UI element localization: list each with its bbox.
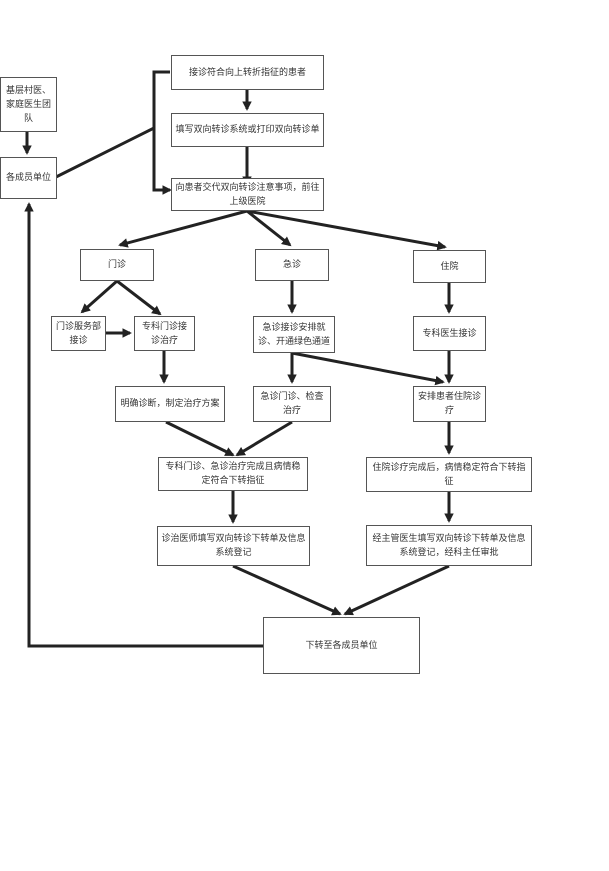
emergency-box: 急诊	[255, 249, 329, 281]
arrange-ward-box: 安排患者住院诊疗	[413, 386, 486, 422]
fill-form-box: 填写双向转诊系统或打印双向转诊单	[171, 113, 324, 147]
arrow-outpatient-to-specialist	[116, 279, 162, 316]
emergency-exam-box: 急诊门诊、检查治疗	[253, 386, 331, 422]
receive-patient-box: 接诊符合向上转折指征的患者	[171, 55, 324, 90]
explain-notes-box: 向患者交代双向转诊注意事项，前往上级医院	[171, 178, 324, 211]
inpatient-box: 住院	[413, 250, 486, 283]
specialist-doctor-box: 专科医生接诊	[413, 316, 486, 351]
line-member-to-bracket	[55, 126, 155, 179]
arrow-outpatient-to-service	[80, 279, 118, 314]
arrow-to-inpatient	[246, 209, 447, 251]
arrow-to-outpatient	[118, 209, 248, 248]
emergency-arrange-box: 急诊接诊安排就诊、开通绿色通道	[253, 316, 335, 353]
arrow-final-to-member	[24, 202, 264, 648]
arrow-attending-to-final	[343, 564, 450, 616]
doctor-register-box: 诊治医师填写双向转诊下转单及信息系统登记	[157, 526, 310, 566]
member-unit-box: 各成员单位	[0, 157, 57, 199]
community-team-box: 基层村医、家庭医生团队	[0, 77, 57, 132]
diagnosis-plan-box: 明确诊断，制定治疗方案	[115, 386, 225, 422]
specialist-outpatient-box: 专科门诊接诊治疗	[134, 316, 195, 351]
transfer-down-box: 下转至各成员单位	[263, 617, 420, 674]
bracket-to-top-steps	[152, 70, 172, 195]
arrow-register-to-final	[232, 564, 342, 616]
inpatient-done-box: 住院诊疗完成后，病情稳定符合下转指征	[366, 457, 532, 492]
outpatient-done-box: 专科门诊、急诊治疗完成且病情稳定符合下转指征	[158, 457, 308, 491]
arrow-to-emergency	[246, 209, 292, 247]
arrow-diagnosis-to-done	[165, 420, 235, 457]
arrow-arrange-to-ward	[291, 351, 445, 386]
arrow-exam-to-done	[235, 420, 293, 457]
outpatient-service-box: 门诊服务部接诊	[51, 316, 106, 351]
attending-register-box: 经主管医生填写双向转诊下转单及信息系统登记，经科主任审批	[366, 525, 532, 566]
outpatient-box: 门诊	[80, 249, 154, 281]
